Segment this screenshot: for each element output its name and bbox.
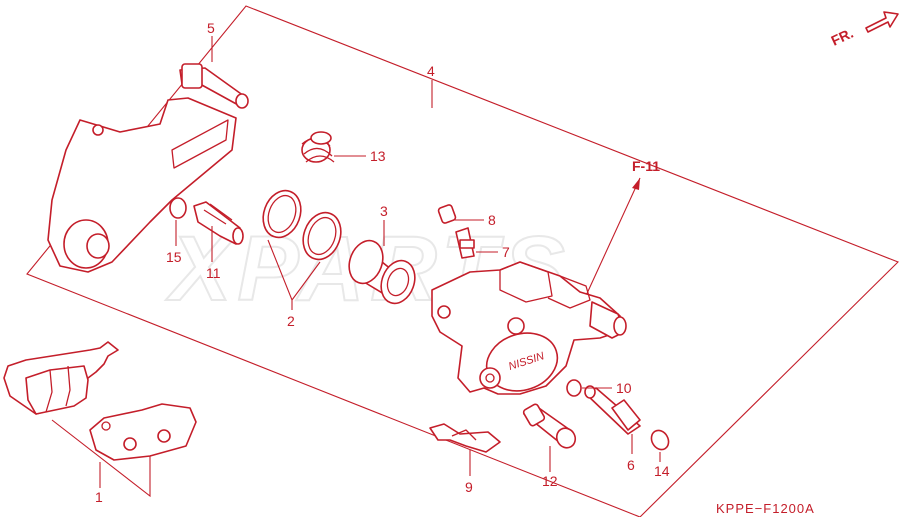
caliper-bracket bbox=[47, 97, 237, 273]
callout-9: 9 bbox=[465, 479, 473, 495]
callout-8: 8 bbox=[488, 212, 496, 228]
caliper-body: NISSIN bbox=[431, 261, 627, 395]
callout-11: 11 bbox=[206, 265, 221, 281]
diagram-code: KPPE−F1200A bbox=[716, 501, 815, 516]
reference-leader bbox=[583, 177, 641, 301]
callout-15: 15 bbox=[166, 249, 182, 265]
part-5-pin-bolt bbox=[179, 63, 249, 109]
callout-14: 14 bbox=[654, 463, 670, 479]
callout-4: 4 bbox=[427, 63, 435, 79]
reference-arrowhead bbox=[632, 178, 640, 190]
callout-12: 12 bbox=[542, 473, 558, 489]
part-3-piston bbox=[348, 239, 416, 305]
part-12-bolt bbox=[522, 403, 577, 449]
callout-2: 2 bbox=[287, 313, 295, 329]
callout-3: 3 bbox=[380, 203, 388, 219]
callout-5: 5 bbox=[207, 20, 215, 36]
callout-13: 13 bbox=[370, 148, 386, 164]
direction-indicator: FR. bbox=[829, 11, 899, 49]
direction-label: FR. bbox=[829, 25, 856, 49]
part-8-bleeder-cap bbox=[437, 204, 457, 224]
part-9-pad-spring bbox=[429, 423, 501, 453]
part-7-bleeder-screw bbox=[455, 227, 475, 259]
reference-f11: F-11 bbox=[583, 158, 660, 301]
part-2-seals bbox=[262, 189, 342, 261]
reference-label: F-11 bbox=[632, 158, 660, 174]
part-15-washer bbox=[169, 197, 187, 219]
part-10-washer bbox=[566, 379, 582, 397]
leader-lines bbox=[51, 36, 661, 498]
direction-arrow-icon bbox=[865, 11, 899, 33]
callout-10: 10 bbox=[616, 380, 632, 396]
callout-1: 1 bbox=[95, 489, 103, 505]
part-14-cap bbox=[650, 429, 670, 451]
callout-7: 7 bbox=[502, 244, 510, 260]
callouts: 5 4 13 3 8 7 10 15 11 2 6 14 12 9 1 bbox=[95, 20, 670, 505]
callout-6: 6 bbox=[627, 457, 635, 473]
part-1-brake-pads bbox=[3, 341, 197, 461]
part-6-slide-pin bbox=[584, 385, 641, 435]
part-11-pin-bolt bbox=[193, 201, 244, 245]
part-13-boot bbox=[301, 131, 335, 163]
